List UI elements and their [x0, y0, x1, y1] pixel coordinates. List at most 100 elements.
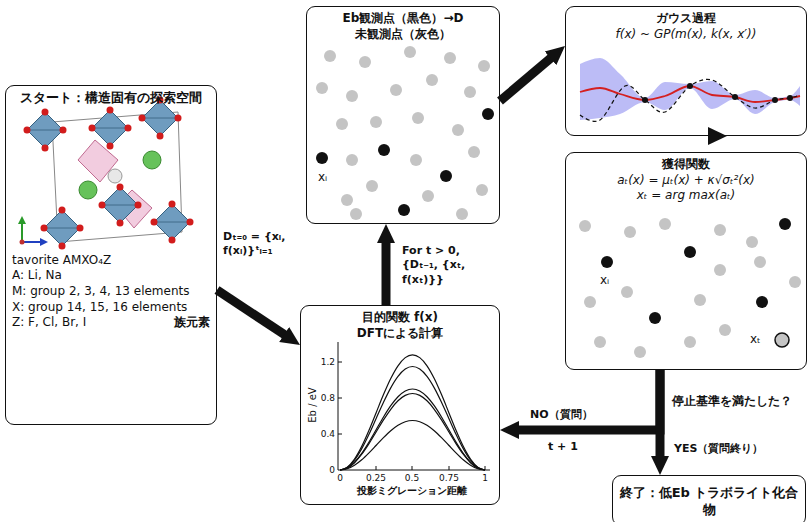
- box-title: 終了：低Eb トラボライト化合物: [619, 485, 799, 519]
- crystal-structure-stroke: [22, 241, 42, 243]
- point-label: xᵢ: [318, 170, 327, 184]
- scatter-points-stroke: [404, 46, 416, 58]
- scatter-points-stroke: [775, 333, 789, 347]
- crystal-structure-stroke: [42, 145, 49, 152]
- crystal-structure-stroke: [27, 112, 63, 148]
- crystal-structure: [18, 97, 194, 250]
- scatter-points-stroke: [601, 256, 613, 268]
- scatter-points-stroke: [346, 154, 358, 166]
- scatter-points-stroke: [346, 90, 358, 102]
- energy-barrier-plot-stroke: [338, 398, 342, 399]
- scatter-points-stroke: [456, 208, 468, 220]
- crystal-structure-stroke: [27, 130, 63, 131]
- search-space-box: スタート：構造固有の探索空間tavorite AMXO₄ZA: Li, NaM:…: [5, 85, 217, 425]
- scatter-points-stroke: [444, 52, 456, 64]
- crystal-structure-stroke: [44, 228, 80, 229]
- tick-label: 0.8: [321, 393, 335, 404]
- scatter-points-stroke: [746, 236, 758, 248]
- flow-arrow: [500, 57, 552, 101]
- crystal-structure-stroke: [117, 220, 124, 227]
- flow-arrow: [382, 241, 391, 305]
- crystal-structure-stroke: [142, 100, 178, 136]
- energy-barrier-plot-stroke: [338, 470, 490, 471]
- tick-label: 1.2: [321, 357, 335, 368]
- scatter-points-stroke: [336, 118, 348, 130]
- gaussian-process-plot-stroke: [642, 97, 648, 103]
- scatter-points-stroke: [779, 218, 791, 230]
- crystal-structure-stroke: [143, 151, 161, 169]
- scatter-points-stroke: [714, 224, 726, 236]
- scatter-points-stroke: [422, 190, 434, 202]
- scatter-points-stroke: [478, 60, 490, 72]
- box-text: f(x) ~ GP(m(x), k(x, x′)): [572, 27, 800, 43]
- scatter-points-stroke: [684, 336, 696, 348]
- crystal-structure-stroke: [20, 240, 25, 245]
- crystal-structure-stroke: [169, 237, 176, 244]
- crystal-structure-stroke: [107, 107, 114, 114]
- box-text: tavorite AMXO₄Z: [12, 253, 210, 269]
- tick-label: 0.5: [405, 473, 419, 484]
- tick-label: 0.25: [366, 473, 386, 484]
- axis-title: Eb / eV: [307, 387, 319, 422]
- crystal-structure-stroke: [59, 243, 66, 250]
- scatter-points-stroke: [359, 56, 371, 68]
- scatter-points-stroke: [634, 346, 646, 358]
- crystal-structure-stroke: [117, 184, 124, 191]
- objective-box: 目的関数 f(x)DFTによる計算: [300, 305, 500, 505]
- scatter-points-stroke: [649, 312, 661, 324]
- scatter-points: [579, 218, 801, 358]
- energy-barrier-plot: [338, 342, 490, 470]
- gaussian-process-plot-stroke: [580, 79, 800, 121]
- tick-label: 0: [337, 473, 343, 484]
- scatter-points-stroke: [350, 208, 362, 220]
- crystal-structure-stroke: [21, 222, 23, 242]
- scatter-points-stroke: [594, 336, 606, 348]
- crystal-structure-stroke: [125, 125, 132, 132]
- crystal-structure-stroke: [154, 222, 190, 223]
- scatter-points-stroke: [366, 180, 378, 192]
- edge-label: For t > 0, {Dₜ₋₁, {xₜ, f(xₜ)}}: [400, 244, 488, 287]
- flow-arrow: [656, 370, 665, 458]
- scatter-points-stroke: [756, 296, 768, 308]
- observation-box: Eb観測点（黒色）→D未観測点（灰色）: [306, 6, 500, 224]
- decision-text: 停止基準を満たした？: [672, 394, 792, 408]
- scatter-points-stroke: [440, 170, 452, 182]
- crystal-structure-stroke: [44, 210, 80, 246]
- crystal-structure-stroke: [24, 127, 31, 134]
- box-text: 族元素: [12, 315, 210, 331]
- scatter-points-stroke: [452, 124, 464, 136]
- crystal-structure-stroke: [18, 216, 26, 224]
- tick-label: 0.4: [321, 429, 335, 440]
- scatter-points-stroke: [584, 296, 596, 308]
- edge-label: Dₜ₌₀ = {xᵢ, f(xᵢ)}ᵗᵢ₌₁: [221, 230, 303, 259]
- gaussian-process-plot-stroke: [772, 97, 778, 103]
- crystal-structure-stroke: [135, 202, 142, 209]
- box-title: スタート：構造固有の探索空間: [12, 90, 210, 107]
- box-text: DFTによる計算: [307, 326, 493, 342]
- crystal-structure-stroke: [142, 118, 178, 119]
- crystal-structure-stroke: [108, 169, 122, 183]
- scatter-points-stroke: [754, 256, 766, 268]
- scatter-points-stroke: [426, 74, 438, 86]
- axis-title: 投影ミグレーション距離: [357, 485, 467, 497]
- tick-label: 1: [482, 473, 488, 484]
- scatter-points-stroke: [464, 86, 476, 98]
- energy-barrier-plot-stroke: [449, 466, 450, 470]
- energy-barrier-plot-stroke: [340, 389, 485, 470]
- crystal-structure-stroke: [102, 187, 138, 223]
- energy-barrier-plot-stroke: [376, 466, 377, 470]
- crystal-structure-stroke: [42, 109, 49, 116]
- scatter-points-stroke: [410, 154, 422, 166]
- crystal-structure-stroke: [77, 225, 84, 232]
- energy-barrier-plot-stroke: [338, 342, 339, 470]
- scatter-points-stroke: [378, 144, 390, 156]
- scatter-points-stroke: [468, 146, 480, 158]
- energy-barrier-plot-stroke: [340, 421, 485, 471]
- scatter-points-stroke: [341, 194, 353, 206]
- energy-barrier-plot-stroke: [340, 355, 485, 470]
- crystal-structure-stroke: [157, 133, 164, 140]
- scatter-points-stroke: [621, 286, 633, 298]
- scatter-points-stroke: [714, 264, 726, 276]
- edge-label: NO（質問）: [528, 408, 622, 422]
